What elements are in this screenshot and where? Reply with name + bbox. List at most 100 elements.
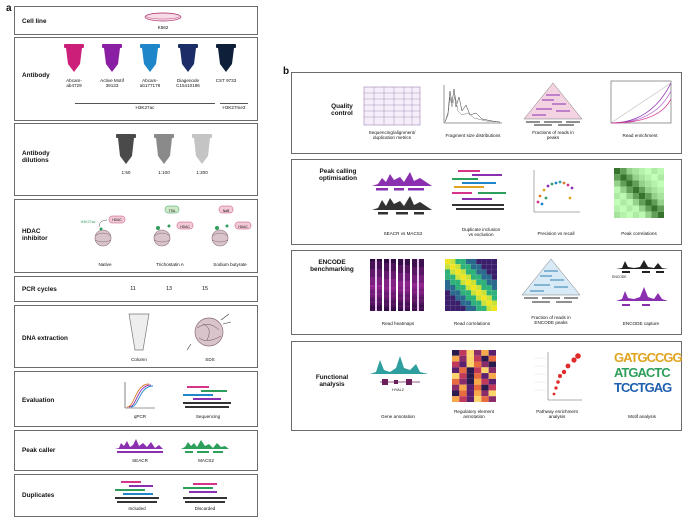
corr-cell — [486, 290, 492, 296]
seacr-vs-macs2-icon — [372, 172, 432, 215]
read-bar — [183, 497, 227, 499]
duplicates-included-reads-icon — [115, 481, 159, 503]
corr-cell — [491, 295, 497, 301]
corr-cell — [657, 180, 664, 187]
read-bar — [115, 497, 159, 499]
heatmap-cell — [481, 396, 489, 402]
heatmap-cell — [488, 378, 496, 385]
corr-cell — [491, 285, 497, 291]
panel-peak-calling-optimisation: Peak calling optimisation SEACR vs MACS2… — [291, 159, 682, 245]
corr-cell — [465, 295, 471, 301]
corr-cell — [645, 186, 652, 193]
panel-hdac-inhibitor: HDAC inhibitor H3K27ac HDAC TSA HDAC NaB… — [14, 199, 258, 273]
nab-hdac-label: HDAC — [238, 225, 248, 229]
seacr-track-icon — [115, 439, 163, 453]
functional-item-motif: Motif analysis — [628, 414, 656, 419]
pathway-enrichment-plot-icon — [534, 352, 582, 401]
h3k27ac-bracket — [75, 103, 215, 104]
motif-logo-icon: GATGCCGG ATGACTC TCCTGAG — [614, 350, 683, 402]
corr-cell — [632, 168, 639, 175]
corr-cell — [445, 295, 451, 301]
heatmap-cell — [452, 361, 460, 368]
pr-point — [546, 184, 550, 188]
corr-cell — [614, 180, 621, 187]
peak-item-duplicate: Duplicate inclusion vs exclusion — [461, 227, 501, 238]
evaluation-item-qpcr: qPCR — [133, 414, 147, 419]
functional-item-regulatory: Regulatory element annotation — [454, 409, 494, 420]
pathway-point — [575, 353, 581, 359]
corr-cell — [465, 269, 471, 275]
read-bar — [187, 386, 209, 388]
heatmap-cell — [452, 390, 460, 397]
corr-cell — [455, 300, 461, 306]
read-bar — [193, 483, 217, 485]
panel-letter-a: a — [6, 3, 12, 14]
heatmap-cell — [481, 373, 489, 379]
heatmap-cell — [452, 367, 460, 374]
corr-cell — [491, 259, 497, 265]
pathway-point — [554, 386, 558, 390]
corr-cell — [465, 290, 471, 296]
corr-cell — [450, 274, 456, 280]
corr-cell — [614, 211, 621, 218]
corr-cell — [639, 199, 646, 206]
dna-item-sds: SDS — [205, 357, 215, 362]
corr-cell — [465, 285, 471, 291]
read-bar — [185, 406, 229, 408]
corr-cell — [455, 305, 461, 311]
regulatory-element-heatmap-icon — [452, 350, 496, 402]
corr-cell — [486, 305, 492, 311]
dna-title: DNA extraction — [22, 335, 68, 342]
read-bar — [185, 501, 225, 503]
peak-item-correlations: Peak correlations — [621, 231, 657, 236]
corr-cell — [614, 174, 621, 181]
read-bar — [193, 398, 221, 400]
corr-cell — [476, 285, 482, 291]
corr-cell — [645, 193, 652, 200]
corr-cell — [476, 274, 482, 280]
corr-cell — [657, 186, 664, 193]
antibody-tube-label: Abcam- ab177178 — [139, 78, 161, 89]
antibody-tube-icon — [216, 44, 236, 72]
corr-cell — [455, 285, 461, 291]
dilution-label: 1:50 — [121, 170, 131, 175]
dilution-label: 1:100 — [158, 170, 170, 175]
corr-cell — [620, 205, 627, 212]
corr-cell — [486, 259, 492, 265]
peak-correlation-heatmap-icon — [614, 168, 664, 218]
corr-cell — [486, 264, 492, 270]
heatmap-cell — [474, 378, 482, 385]
heatmap-cell — [481, 390, 489, 397]
corr-cell — [481, 300, 487, 306]
peak-item-seacr-macs2: SEACR vs MACS2 — [383, 231, 423, 236]
duplicates-item-discarded: Discarded — [194, 506, 216, 511]
corr-cell — [620, 211, 627, 218]
corr-cell — [614, 199, 621, 206]
corr-cell — [460, 285, 466, 291]
corr-cell — [471, 274, 477, 280]
pathway-point — [565, 363, 571, 369]
heatmap-cell — [488, 373, 496, 379]
sds-cell-icon — [186, 313, 232, 351]
heatmap-center-line — [417, 259, 419, 311]
corr-cell — [491, 300, 497, 306]
heatmap-cell — [474, 396, 482, 402]
encode-item-heatmaps: Read heatmaps — [381, 321, 415, 326]
corr-cell — [445, 269, 451, 275]
corr-cell — [445, 300, 451, 306]
read-bar — [115, 489, 145, 491]
antibody-tube-label: Active Motif 39133 — [100, 78, 124, 89]
corr-cell — [471, 264, 477, 270]
corr-cell — [455, 269, 461, 275]
encode-capture-tracks-icon — [616, 260, 668, 306]
corr-cell — [657, 193, 664, 200]
corr-cell — [465, 300, 471, 306]
corr-cell — [471, 300, 477, 306]
pathway-point — [571, 357, 577, 363]
corr-cell — [657, 174, 664, 181]
corr-cell — [651, 180, 658, 187]
corr-cell — [455, 264, 461, 270]
corr-cell — [481, 259, 487, 265]
heatmap-cell — [474, 361, 482, 368]
